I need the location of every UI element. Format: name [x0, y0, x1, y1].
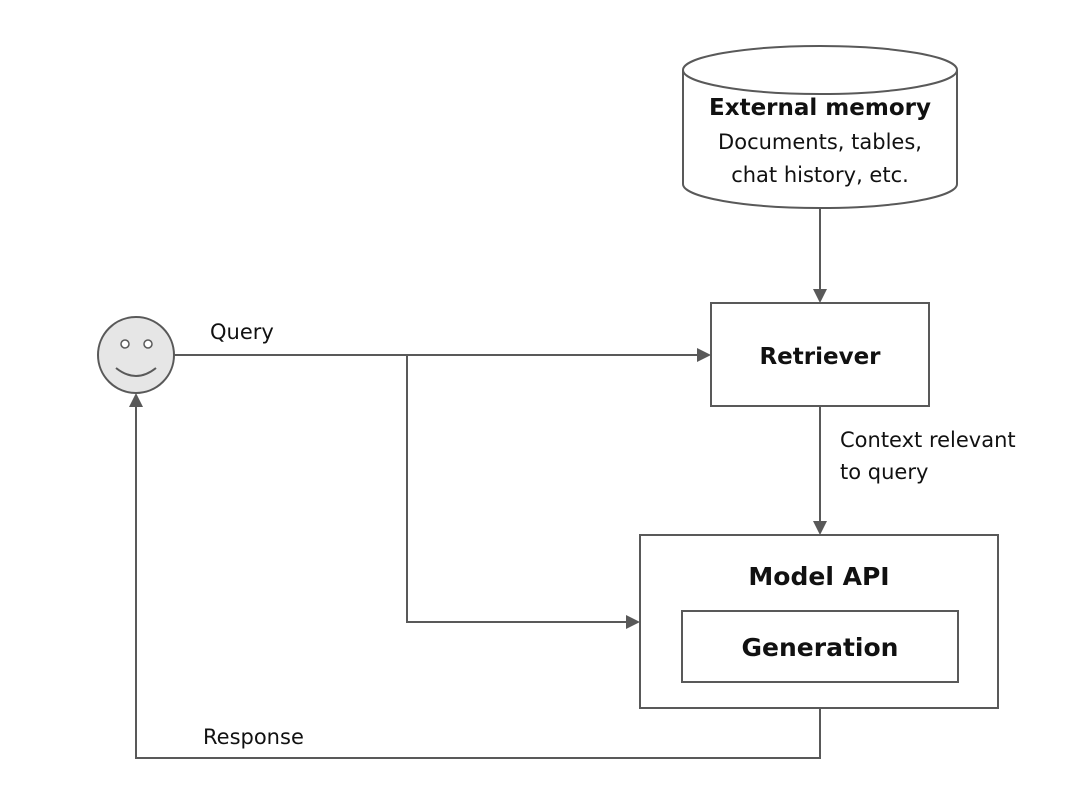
external-memory-cylinder-body	[682, 70, 958, 209]
context-label-line2: to query	[840, 460, 928, 484]
memory-to-retriever-arrow	[813, 208, 827, 303]
smiley-right-eye	[143, 339, 153, 349]
response-arrow	[129, 393, 821, 759]
memory-to-retriever-arrowhead	[813, 289, 827, 303]
query-to-retriever-arrowhead	[697, 348, 711, 362]
query-to-model-line	[406, 355, 626, 623]
response-line	[135, 407, 821, 759]
retriever-to-model-arrow	[813, 406, 827, 535]
query-label: Query	[210, 320, 274, 344]
external-memory-node: External memory Documents, tables, chat …	[682, 45, 958, 209]
user-node	[97, 316, 175, 394]
query-to-model-arrow	[406, 355, 640, 629]
smiley-left-eye	[120, 339, 130, 349]
external-memory-desc-line2: chat history, etc.	[731, 163, 909, 187]
external-memory-cylinder-top	[682, 45, 958, 95]
retriever-box	[710, 302, 930, 407]
generation-label: Generation	[742, 633, 899, 662]
smiley-mouth	[115, 367, 157, 377]
response-arrowhead	[129, 393, 143, 407]
model-api-title: Model API	[748, 562, 889, 591]
query-to-retriever-arrow	[174, 348, 711, 362]
external-memory-desc-line1: Documents, tables,	[718, 130, 922, 154]
external-memory-title: External memory	[709, 95, 931, 121]
model-api-node: Model API Generation	[639, 534, 999, 709]
smiley-face-icon	[97, 316, 175, 394]
context-label-line1: Context relevant	[840, 428, 1016, 452]
retriever-node: Retriever	[710, 302, 930, 407]
generation-box	[681, 610, 959, 683]
retriever-to-model-arrowhead	[813, 521, 827, 535]
retriever-label: Retriever	[759, 344, 881, 370]
response-label: Response	[203, 725, 304, 749]
query-to-model-arrowhead	[626, 615, 640, 629]
